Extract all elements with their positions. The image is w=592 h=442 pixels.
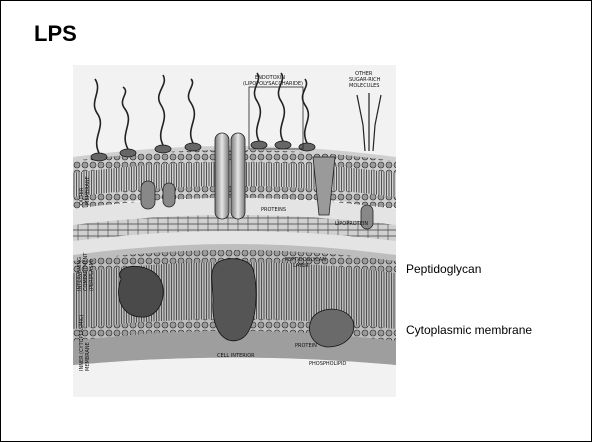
slide-title: LPS	[34, 21, 77, 47]
cell-envelope-diagram: OUTER MEMBRANE INTERVENING COMPARTMENT (…	[73, 65, 396, 397]
peptidoglycan-label: Peptidoglycan	[406, 262, 481, 276]
cell-envelope-svg: OUTER MEMBRANE INTERVENING COMPARTMENT (…	[73, 65, 396, 397]
annotation-molecules: MOLECULES	[349, 83, 379, 89]
annotation-lipoprotein: LIPOPROTEIN	[335, 221, 368, 227]
cytoplasmic-membrane-label: Cytoplasmic membrane	[406, 323, 532, 337]
annotation-proteins: PROTEINS	[261, 207, 286, 213]
annotation-phospholipid: PHOSPHOLIPID	[309, 361, 346, 367]
side-label-periplasm-3: (PERIPLASM)	[89, 259, 95, 291]
annotation-protein: PROTEIN	[295, 343, 317, 349]
side-label-outer-2: MEMBRANE	[85, 176, 91, 205]
annotation-endotoxin-sub: (LIPOPOLYSACCHARIDE)	[243, 81, 303, 87]
annotation-cell-interior: CELL INTERIOR	[217, 353, 255, 359]
side-label-inner-2: MEMBRANE	[85, 342, 91, 371]
annotation-peptidoglycan-layer: LAYER	[293, 263, 309, 269]
